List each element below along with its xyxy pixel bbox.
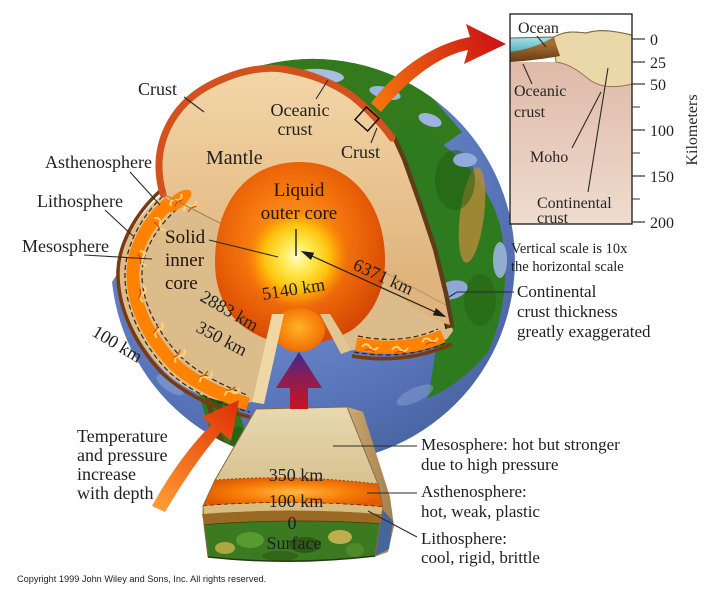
temperature-note-3: increase — [77, 464, 136, 484]
inset-oceanic-crust — [510, 37, 560, 62]
inset-zoom-arrow-icon — [371, 24, 506, 112]
oceanic-crust-label-1: Oceanic — [271, 100, 330, 120]
temperature-note-1: Temperature — [77, 426, 168, 446]
mesosphere-note-2: due to high pressure — [421, 455, 558, 474]
wedge-surface-label: Surface — [267, 533, 322, 553]
arrows — [152, 24, 506, 512]
inset-caption-2: the horizontal scale — [511, 259, 624, 275]
inset-tick-200: 200 — [650, 215, 674, 232]
liquid-outer-core-label-1: Liquid — [274, 180, 325, 201]
inset-border — [509, 13, 633, 225]
wedge: 350 km 100 km 0 Surface — [202, 406, 394, 563]
inset-tick-0: 0 — [650, 32, 658, 49]
asthenosphere-label: Asthenosphere — [45, 152, 152, 172]
notch-core-glow — [273, 308, 325, 352]
lithosphere-label: Lithosphere — [37, 191, 123, 211]
inset-oceanic-crust-label-2: crust — [514, 104, 546, 121]
inset-ocean-label: Ocean — [518, 20, 559, 37]
inset-moho-label: Moho — [530, 149, 568, 166]
inset-axis-label: Kilometers — [684, 94, 701, 165]
inset-tick-100: 100 — [650, 123, 674, 140]
wedge-notes: Mesosphere: hot but stronger due to high… — [421, 435, 620, 567]
crust-sample-box-icon — [354, 106, 380, 132]
solid-inner-core-label-1: Solid — [165, 227, 206, 248]
temperature-depth-arrow-icon — [152, 400, 239, 512]
temperature-note-2: and pressure — [77, 445, 167, 465]
notch-left-wall — [252, 314, 284, 404]
wedge-0-label: 0 — [288, 513, 297, 533]
inset-tick-25: 25 — [650, 55, 666, 72]
wedge-asthenosphere — [203, 477, 383, 507]
mantle-label: Mantle — [206, 147, 263, 169]
oceanic-crust-label-2: crust — [278, 119, 313, 139]
wedge-100km-label: 100 km — [269, 491, 324, 511]
continental-note-3: greatly exaggerated — [517, 322, 651, 341]
crust-rim — [155, 64, 396, 198]
copyright-text: Copyright 1999 John Wiley and Sons, Inc.… — [17, 574, 266, 584]
cutaway-interior — [116, 64, 455, 419]
lithosphere-note-2: cool, rigid, brittle — [421, 548, 540, 567]
inset-ticks — [632, 38, 645, 223]
solid-inner-core-label-3: core — [165, 273, 198, 294]
temperature-note-4: with depth — [77, 483, 154, 503]
inset-continental-crust-label-2: crust — [537, 210, 569, 227]
inset-tick-150: 150 — [650, 169, 674, 186]
radius-6371-arrow — [300, 250, 447, 318]
crust-inset: 0 25 50 100 150 200 Kilometers Ocean Oce… — [509, 13, 701, 275]
inset-mantle — [510, 62, 632, 224]
asthenosphere-note-1: Asthenosphere: — [421, 482, 527, 501]
inset-continental-crust-label-1: Continental — [537, 195, 612, 212]
inset-caption-1: Vertical scale is 10x — [511, 241, 628, 257]
asthenosphere-note-2: hot, weak, plastic — [421, 502, 540, 521]
liquid-outer-core-label-2: outer core — [261, 203, 337, 224]
crust-right-label: Crust — [341, 142, 380, 162]
solid-inner-core-label-2: inner — [165, 250, 205, 271]
leader-lines — [83, 79, 514, 538]
wedge-mesosphere — [215, 407, 378, 484]
extraction-arrow-icon — [276, 352, 322, 409]
crust-left-label: Crust — [138, 79, 177, 99]
wedge-350km-label: 350 km — [269, 465, 324, 485]
continental-note-2: crust thickness — [517, 302, 618, 321]
mesosphere-label: Mesosphere — [22, 236, 109, 256]
notch-right-wall — [320, 314, 352, 354]
continental-note-1: Continental — [517, 282, 597, 301]
lithosphere-note-1: Lithosphere: — [421, 529, 507, 548]
inset-tick-50: 50 — [650, 77, 666, 94]
inset-oceanic-crust-label-1: Oceanic — [514, 83, 566, 100]
asthenosphere-band-left — [126, 197, 251, 411]
mesosphere-note-1: Mesosphere: hot but stronger — [421, 435, 620, 454]
